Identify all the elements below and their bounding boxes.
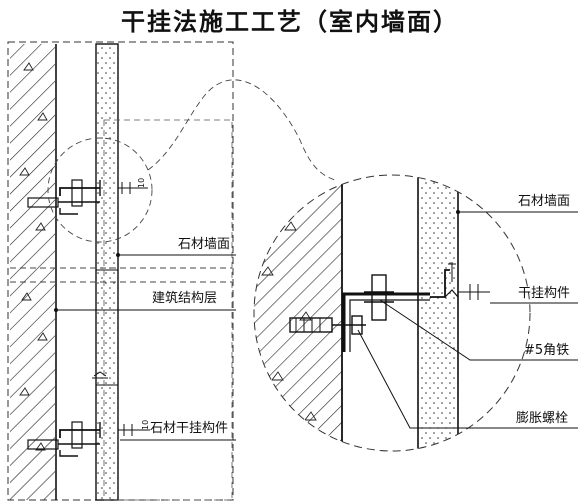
enlarged-detail bbox=[254, 175, 490, 451]
leader-angle-steel bbox=[379, 299, 578, 361]
label-structure-layer: 建筑结构层 bbox=[152, 290, 217, 306]
leader-dot-3 bbox=[456, 210, 460, 214]
structure-wall-hatch bbox=[10, 44, 55, 500]
leader-dot-2 bbox=[54, 308, 58, 312]
label-angle-steel: #5角铁 bbox=[524, 343, 569, 358]
wall-aggregate-marks bbox=[19, 62, 48, 451]
lower-hanger-assembly bbox=[27, 421, 150, 457]
label-stone-wall-left: 石材墙面 bbox=[178, 237, 230, 252]
diagram-title: 干挂法施工工艺（室内墙面） bbox=[121, 7, 459, 36]
callout-connector bbox=[147, 79, 336, 181]
mid-hanger-mark bbox=[92, 371, 108, 379]
leader-dot-1 bbox=[116, 253, 120, 257]
dim-label-upper: 10 bbox=[137, 178, 146, 188]
detail-callout-circle bbox=[47, 137, 153, 243]
dim-label-lower: 10 bbox=[141, 420, 150, 430]
leader-expansion-bolt bbox=[357, 329, 578, 429]
upper-hanger-assembly bbox=[27, 179, 148, 215]
left-section-frame bbox=[7, 41, 234, 501]
label-stone-hanger-left: 石材干挂构件 bbox=[150, 421, 228, 436]
label-hanger-right: 干挂构件 bbox=[518, 286, 570, 301]
label-expansion-bolt: 膨胀螺栓 bbox=[516, 411, 568, 426]
label-stone-wall-right: 石材墙面 bbox=[518, 194, 570, 209]
enlarged-detail-circle bbox=[253, 174, 531, 452]
